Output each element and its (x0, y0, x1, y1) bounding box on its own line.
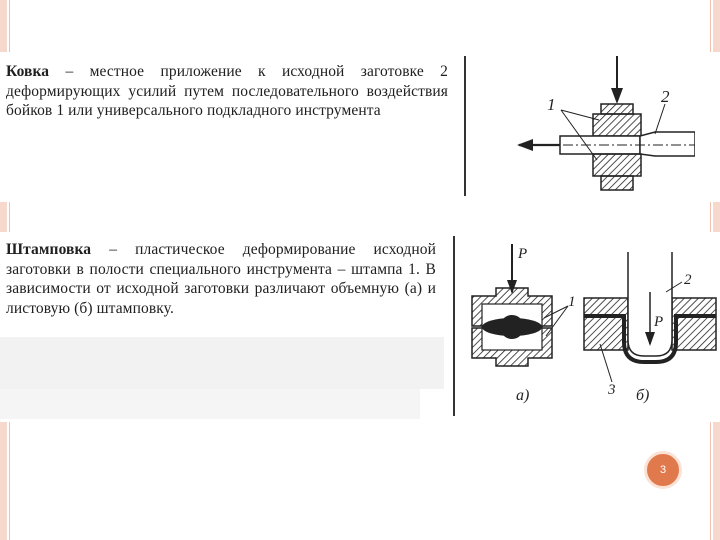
label-force-a: P (517, 246, 527, 262)
label-blank: 2 (661, 87, 670, 106)
stamping-divider (453, 236, 455, 416)
sheet-b (584, 314, 716, 364)
workpiece-center-a (500, 315, 524, 339)
force-arrowhead-a (507, 280, 517, 294)
label-2-leader (654, 103, 666, 135)
forging-panel: Ковка – местное приложение к исходной за… (0, 52, 720, 202)
label-punch-b: 2 (684, 272, 692, 288)
force-arrowhead-b (645, 332, 655, 346)
label-1-leader-a2 (545, 305, 569, 337)
label-1-leader-a1 (543, 305, 569, 319)
forging-term: Ковка (6, 63, 50, 80)
forging-divider (464, 56, 466, 196)
label-variant-b: б) (636, 387, 649, 404)
grey-area (0, 337, 444, 389)
bottom-die (592, 153, 642, 177)
label-2-leader-b (665, 281, 683, 293)
stamping-definition: – пластическое деформирование исходной з… (6, 241, 436, 317)
label-die-b: 3 (607, 382, 616, 398)
die-right-b (671, 297, 717, 351)
forging-definition: – местное приложение к исходной заготовк… (6, 63, 448, 119)
label-die-a: 1 (568, 294, 576, 310)
die-left-b (583, 297, 629, 351)
bottom-die-neck (600, 175, 634, 191)
slide-number-badge: 3 (644, 451, 682, 489)
top-die (592, 113, 642, 137)
label-variant-a: а) (516, 387, 529, 404)
forging-text: Ковка – местное приложение к исходной за… (6, 62, 448, 121)
label-dies: 1 (547, 95, 556, 114)
grey-area-lower (0, 389, 420, 419)
stamping-term: Штамповка (6, 241, 92, 258)
stamping-text: Штамповка – пластическое деформирование … (6, 240, 436, 318)
label-3-leader-b (599, 343, 613, 383)
force-arrowhead-top (611, 88, 623, 104)
feed-arrowhead (517, 139, 533, 151)
forging-diagram: 1 2 (517, 56, 695, 191)
blank-right (639, 131, 695, 157)
top-die-neck (600, 103, 634, 115)
label-force-b: P (653, 314, 663, 330)
stamping-diagram: P 1 а) P 2 3 б) (471, 244, 717, 404)
label-1-leader-a (560, 109, 600, 121)
label-1-leader-b (560, 109, 598, 161)
